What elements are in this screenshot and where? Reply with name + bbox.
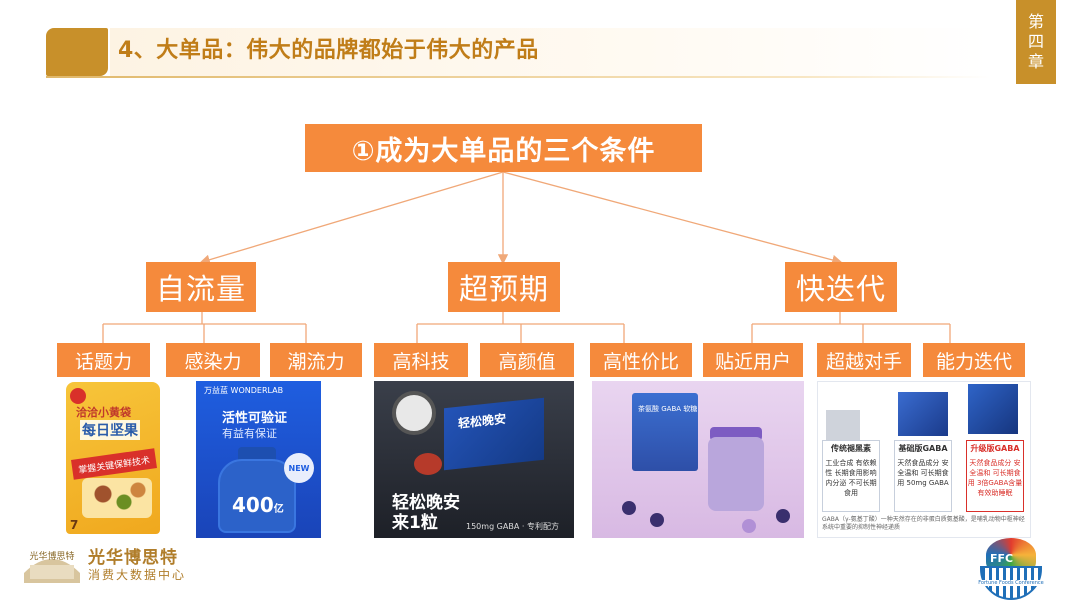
slogan-line-2: 来1粒 bbox=[392, 513, 438, 533]
ffc-subtitle: Fortune Foods Conference bbox=[978, 580, 1044, 586]
chapter-char: 章 bbox=[1027, 52, 1044, 71]
compare-col-body: 天然食品成分 安全温和 可长期食用 50mg GABA bbox=[897, 459, 949, 487]
gummy-box: 茶氨酸 GABA 软糖 bbox=[632, 393, 698, 471]
sub-high-value: 高性价比 bbox=[590, 343, 692, 377]
header-bar bbox=[110, 28, 990, 76]
product-box: 轻松晚安 bbox=[444, 397, 544, 471]
product-image-sleep-gaba: 轻松晚安 轻松晚安 来1粒 150mg GABA · 专利配方 bbox=[374, 381, 574, 538]
compare-col-head: 传统褪黑素 bbox=[831, 444, 871, 453]
header-underline bbox=[46, 76, 990, 78]
bottle-illustration bbox=[218, 459, 296, 533]
bag-brand-text: 洽洽小黄袋 bbox=[76, 406, 131, 419]
gummy-icon bbox=[742, 519, 756, 533]
sub-close-to-users: 贴近用户 bbox=[703, 343, 803, 377]
upgraded-product-image bbox=[968, 384, 1018, 434]
org-subtitle: 消费大数据中心 bbox=[88, 568, 187, 582]
header-badge bbox=[46, 28, 108, 76]
poster-fineprint: 150mg GABA · 专利配方 bbox=[466, 522, 559, 531]
compare-col-traditional: 传统褪黑素 工业合成 有依赖性 长期食用影响内分泌 不可长期食用 bbox=[822, 440, 880, 512]
snack-bag: 洽洽小黄袋 每日坚果 掌握关键保鲜技术 7 bbox=[66, 382, 160, 534]
chapter-char: 第 bbox=[1027, 12, 1044, 31]
product-image-daily-nuts: 洽洽小黄袋 每日坚果 掌握关键保鲜技术 7 bbox=[62, 378, 166, 540]
compare-footnote: GABA（γ-氨基丁酸）一种天然存在的非蛋白质氨基酸，是哺乳动物中枢神经系统中重… bbox=[822, 516, 1025, 531]
berry-icon bbox=[650, 513, 664, 527]
bottle-number: 400亿 bbox=[232, 493, 284, 517]
guanghua-logo-icon: 光华博思特 bbox=[24, 550, 80, 583]
product-image-wonderlab: 万益蓝 WONDERLAB 活性可验证 有益有保证 400亿 NEW bbox=[196, 381, 321, 538]
nuts-illustration bbox=[82, 478, 152, 518]
gummy-box-text: 茶氨酸 GABA 软糖 bbox=[638, 405, 698, 413]
box-text: 轻松晚安 bbox=[458, 411, 507, 431]
category-exceed-expectation: 超预期 bbox=[448, 262, 560, 312]
category-self-traffic: 自流量 bbox=[146, 262, 256, 312]
brand-logo-icon bbox=[70, 388, 86, 404]
compare-col-body: 天然食品成分 安全温和 可长期食用 3倍GABA含量 有效助睡眠 bbox=[967, 459, 1023, 497]
alarm-clock-icon bbox=[392, 391, 436, 435]
basic-product-image bbox=[898, 392, 948, 436]
sub-trend-power: 潮流力 bbox=[270, 343, 362, 377]
sub-topic-power: 话题力 bbox=[57, 343, 150, 377]
poster-brand: 万益蓝 WONDERLAB bbox=[204, 386, 284, 395]
gummy-jar bbox=[708, 437, 764, 511]
poster-headline: 活性可验证 bbox=[222, 411, 288, 426]
root-condition-box: ①成为大单品的三个条件 bbox=[305, 124, 702, 172]
logo-text: 光华博思特 bbox=[29, 550, 74, 562]
arrow-right bbox=[502, 171, 843, 266]
berry-icon bbox=[622, 501, 636, 515]
slide-title: 4、大单品：伟大的品牌都始于伟大的产品 bbox=[118, 38, 539, 63]
sub-infection-power: 感染力 bbox=[166, 343, 260, 377]
traditional-product-image bbox=[826, 410, 860, 440]
compare-col-head: 升级版GABA bbox=[970, 444, 1020, 453]
arrow-left bbox=[199, 171, 504, 265]
bottle-number-unit: 亿 bbox=[273, 504, 284, 515]
slogan-line-1: 轻松晚安 bbox=[392, 493, 460, 513]
sub-high-tech: 高科技 bbox=[374, 343, 468, 377]
org-name: 光华博思特 bbox=[88, 548, 178, 568]
new-badge: NEW bbox=[284, 453, 314, 483]
sub-capability-iteration: 能力迭代 bbox=[923, 343, 1025, 377]
ffc-logo: FFC Fortune Foods Conference bbox=[978, 538, 1044, 602]
product-image-gummy: 茶氨酸 GABA 软糖 bbox=[592, 381, 804, 538]
sub-beat-rivals: 超越对手 bbox=[817, 343, 911, 377]
ffc-text: FFC bbox=[990, 552, 1014, 565]
sub-high-looks: 高颜值 bbox=[480, 343, 574, 377]
poster-subline: 有益有保证 bbox=[222, 427, 277, 440]
product-image-comparison: 传统褪黑素 工业合成 有依赖性 长期食用影响内分泌 不可长期食用 基础版GABA… bbox=[817, 381, 1031, 538]
berry-icon bbox=[776, 509, 790, 523]
gummy-illustration bbox=[414, 453, 442, 475]
category-fast-iteration: 快迭代 bbox=[785, 262, 897, 312]
compare-col-body: 工业合成 有依赖性 长期食用影响内分泌 不可长期食用 bbox=[825, 459, 877, 497]
compare-col-upgraded: 升级版GABA 天然食品成分 安全温和 可长期食用 3倍GABA含量 有效助睡眠 bbox=[966, 440, 1024, 512]
chapter-char: 四 bbox=[1027, 32, 1044, 51]
bottle-number-value: 400 bbox=[232, 493, 274, 517]
bag-side-number: 7 bbox=[70, 518, 79, 532]
poster-slogan: 轻松晚安 来1粒 bbox=[392, 493, 460, 533]
compare-col-head: 基础版GABA bbox=[898, 444, 948, 453]
compare-col-basic: 基础版GABA 天然食品成分 安全温和 可长期食用 50mg GABA bbox=[894, 440, 952, 512]
bag-product-name: 每日坚果 bbox=[80, 420, 140, 440]
chapter-tab: 第 四 章 bbox=[1016, 0, 1056, 84]
bag-band-text: 掌握关键保鲜技术 bbox=[71, 448, 157, 480]
